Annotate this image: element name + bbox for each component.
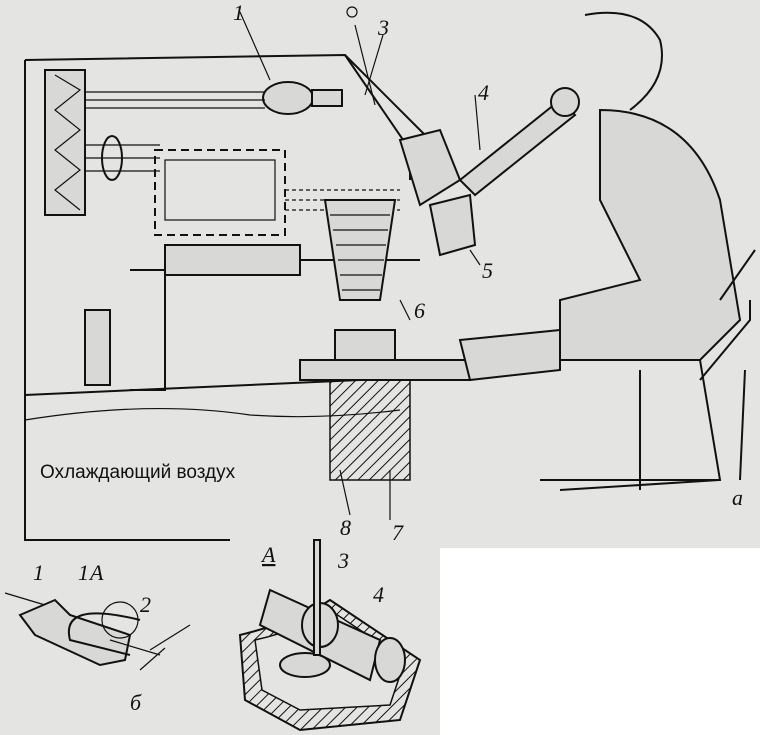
label-3: 3 (377, 15, 389, 40)
label-7: 7 (392, 520, 404, 545)
cylinder (84, 309, 111, 386)
panel-label-b: б (130, 690, 142, 715)
leader-lines (239, 6, 481, 520)
air-duct (24, 379, 361, 396)
detail-b-label-1: 1 (33, 560, 44, 585)
detail-b-label-2: 2 (140, 592, 151, 617)
detail-A-label-4: 4 (373, 582, 384, 607)
detail-b-label-1A-num: 1 (78, 560, 89, 585)
detail-A-label-3: 3 (337, 548, 349, 573)
work-column (299, 199, 471, 481)
lens-beam (85, 135, 160, 181)
detail-b-label-A: A (88, 560, 104, 585)
reflector (44, 69, 86, 216)
label-1: 1 (233, 0, 244, 25)
panel-label-a: а (732, 485, 743, 510)
label-8: 8 (340, 515, 351, 540)
blank-area (440, 548, 760, 735)
operator-figure (458, 11, 756, 491)
label-6: 6 (414, 298, 425, 323)
lamp (85, 81, 343, 115)
label-5: 5 (482, 258, 493, 283)
detail-A-title: A (260, 542, 276, 567)
cooling-air-caption: Охлаждающий воздух (40, 462, 236, 483)
label-4: 4 (478, 80, 489, 105)
microscope (398, 87, 580, 257)
detail-b-part (4, 592, 191, 671)
detail-A-weld (238, 539, 422, 732)
